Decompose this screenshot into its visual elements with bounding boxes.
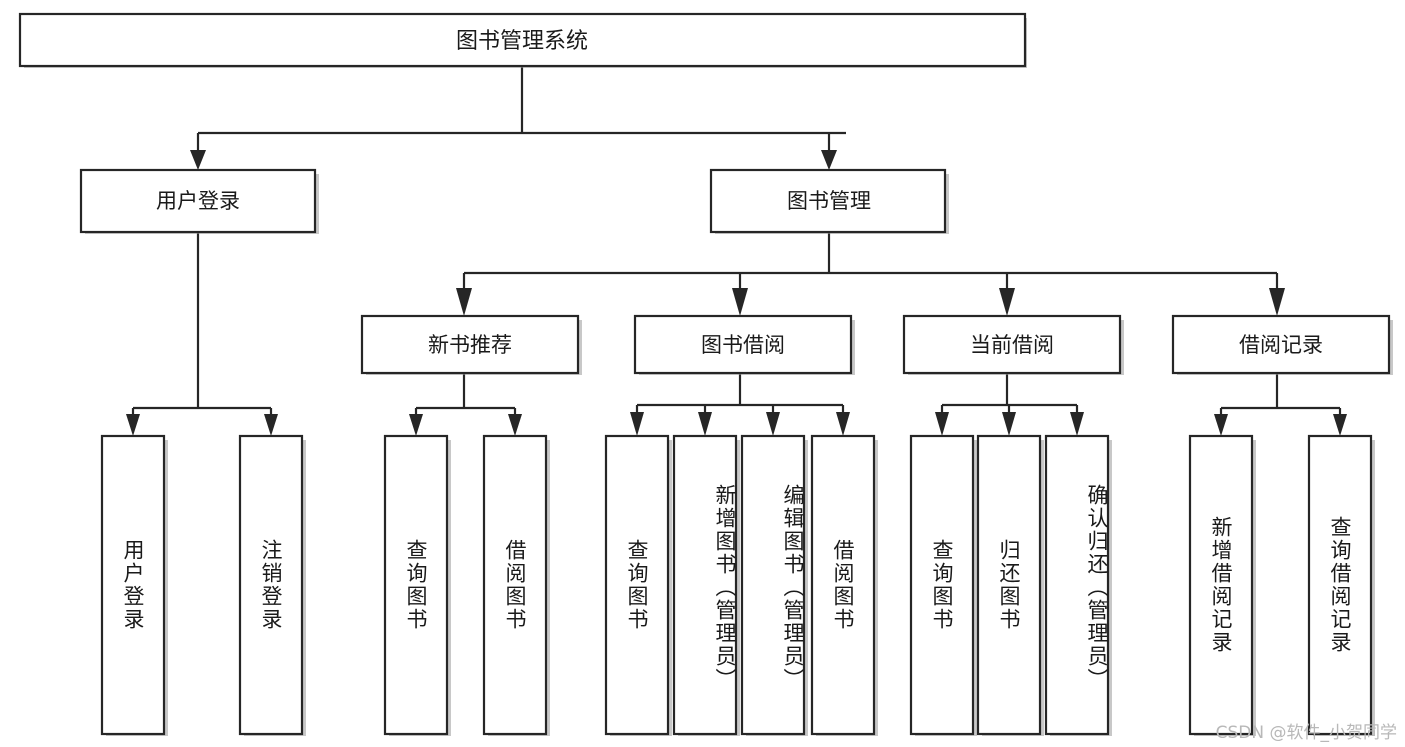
node-layer: 图书管理系统 用户登录 图书管理 新书推荐 图书借阅 当前借阅 借阅记录 bbox=[18, 12, 1393, 736]
node-book-mgmt[interactable] bbox=[709, 168, 947, 234]
node-current-borrow[interactable] bbox=[902, 314, 1122, 375]
arrowhead-l-edit-book bbox=[766, 412, 780, 436]
connector-layer bbox=[126, 66, 1347, 436]
leaf-add-record[interactable] bbox=[1188, 434, 1254, 736]
arrowhead-l-query-book-3 bbox=[935, 412, 949, 436]
node-borrow-record[interactable] bbox=[1171, 314, 1391, 375]
arrowhead-l-add-record bbox=[1214, 414, 1228, 436]
arrowhead-l-query-book-2 bbox=[630, 412, 644, 436]
arrowhead-l-return-book bbox=[1002, 412, 1016, 436]
leaf-borrow-book-1[interactable] bbox=[482, 434, 548, 736]
arrowhead-current-borrow bbox=[999, 288, 1015, 316]
new-book-rec-label: 新书推荐 bbox=[428, 333, 512, 357]
node-user-login[interactable] bbox=[79, 168, 317, 234]
user-login-label: 用户登录 bbox=[156, 189, 240, 213]
root-label: 图书管理系统 bbox=[456, 29, 588, 54]
arrowhead-user-login bbox=[190, 150, 206, 170]
leaf-return-book[interactable] bbox=[976, 434, 1042, 736]
arrowhead-book-borrow bbox=[732, 288, 748, 316]
borrow-record-label: 借阅记录 bbox=[1239, 333, 1323, 357]
node-new-book-rec[interactable] bbox=[360, 314, 580, 375]
leaf-query-book-3[interactable] bbox=[909, 434, 975, 736]
book-mgmt-label: 图书管理 bbox=[787, 189, 871, 213]
current-borrow-label: 当前借阅 bbox=[970, 333, 1054, 357]
leaf-user-login[interactable] bbox=[100, 434, 166, 736]
book-borrow-label: 图书借阅 bbox=[701, 333, 785, 357]
leaf-borrow-book-2[interactable] bbox=[810, 434, 876, 736]
arrowhead-l-add-book bbox=[698, 412, 712, 436]
arrowhead-l-user-login bbox=[126, 414, 140, 436]
arrowhead-new-book-rec bbox=[456, 288, 472, 316]
leaf-add-book[interactable] bbox=[672, 434, 738, 736]
arrowhead-l-borrow-book-1 bbox=[508, 414, 522, 436]
arrowhead-l-borrow-book-2 bbox=[836, 412, 850, 436]
csdn-watermark: CSDN @软件_小贺同学 bbox=[1215, 723, 1397, 743]
leaf-query-book-1[interactable] bbox=[383, 434, 449, 736]
arrowhead-l-query-record bbox=[1333, 414, 1347, 436]
leaf-confirm-return[interactable] bbox=[1044, 434, 1110, 736]
leaf-query-record[interactable] bbox=[1307, 434, 1373, 736]
arrowhead-l-query-book-1 bbox=[409, 414, 423, 436]
leaf-logout-login[interactable] bbox=[238, 434, 304, 736]
node-root[interactable] bbox=[18, 12, 1027, 68]
node-book-borrow[interactable] bbox=[633, 314, 853, 375]
arrowhead-borrow-record bbox=[1269, 288, 1285, 316]
arrowhead-l-logout-login bbox=[264, 414, 278, 436]
arrowhead-book-mgmt bbox=[821, 150, 837, 170]
arrowhead-l-confirm-return bbox=[1070, 412, 1084, 436]
leaf-query-book-2[interactable] bbox=[604, 434, 670, 736]
leaf-edit-book[interactable] bbox=[740, 434, 806, 736]
